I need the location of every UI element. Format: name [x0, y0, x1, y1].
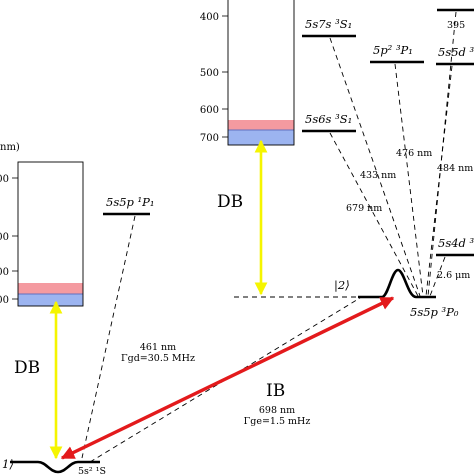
label-ground: 5s² ¹S: [78, 466, 106, 474]
clock-transition-wavelength: 698 nm: [259, 405, 295, 416]
label-state2: |2⟩: [334, 278, 350, 293]
wavelength-679: 679 nm: [346, 203, 382, 214]
label-5s5p1P1: 5s5p ¹P₁: [106, 195, 155, 209]
left-tick-400: 400: [0, 174, 9, 185]
left-axis-unit: nm): [0, 142, 20, 153]
right-wavelength-box: [222, 0, 295, 146]
left-blue-band: [18, 294, 83, 306]
label-5s4d: 5s4d ³: [438, 236, 474, 250]
wavelength-2p6um: 2.6 μm: [437, 270, 470, 281]
wavelength-433: 433 nm: [360, 170, 396, 181]
label-5p23P1: 5p² ³P₁: [373, 43, 413, 57]
left-tick-600: 600: [0, 267, 9, 278]
clock-transition-linewidth: Γge=1.5 mHz: [244, 416, 311, 427]
right-red-band: [228, 120, 294, 130]
wavelength-484: 484 nm: [437, 163, 473, 174]
left-wavelength-box: [12, 161, 84, 307]
wavelength-476: 476 nm: [396, 148, 432, 159]
level-5s5p3P0: [358, 268, 436, 299]
blue-transition-linewidth: Γgd=30.5 MHz: [121, 353, 195, 364]
right-tick-500: 500: [200, 68, 219, 79]
ib-label: IB: [266, 381, 285, 401]
left-tick-500: 500: [0, 232, 9, 243]
ib-arrow: [60, 296, 395, 460]
right-tick-400: 400: [200, 12, 219, 23]
db-label-right: DB: [217, 192, 243, 212]
label-state1: 1⟩: [2, 457, 14, 471]
right-blue-band: [228, 130, 294, 145]
label-5s5p3P0: 5s5p ³P₀: [410, 305, 459, 319]
label-5s6s3S1: 5s6s ³S₁: [305, 112, 352, 126]
right-tick-700: 700: [200, 133, 219, 144]
left-red-band: [18, 283, 83, 294]
left-tick-700: 700: [0, 295, 9, 306]
blue-transition-wavelength: 461 nm: [140, 342, 176, 353]
right-tick-600: 600: [200, 105, 219, 116]
label-5s7s3S1: 5s7s ³S₁: [305, 17, 352, 31]
label-top-right: 395: [447, 20, 465, 31]
label-5s5d: 5s5d ³: [438, 45, 474, 59]
level-ground: [10, 460, 100, 474]
db-label-left: DB: [14, 358, 40, 378]
